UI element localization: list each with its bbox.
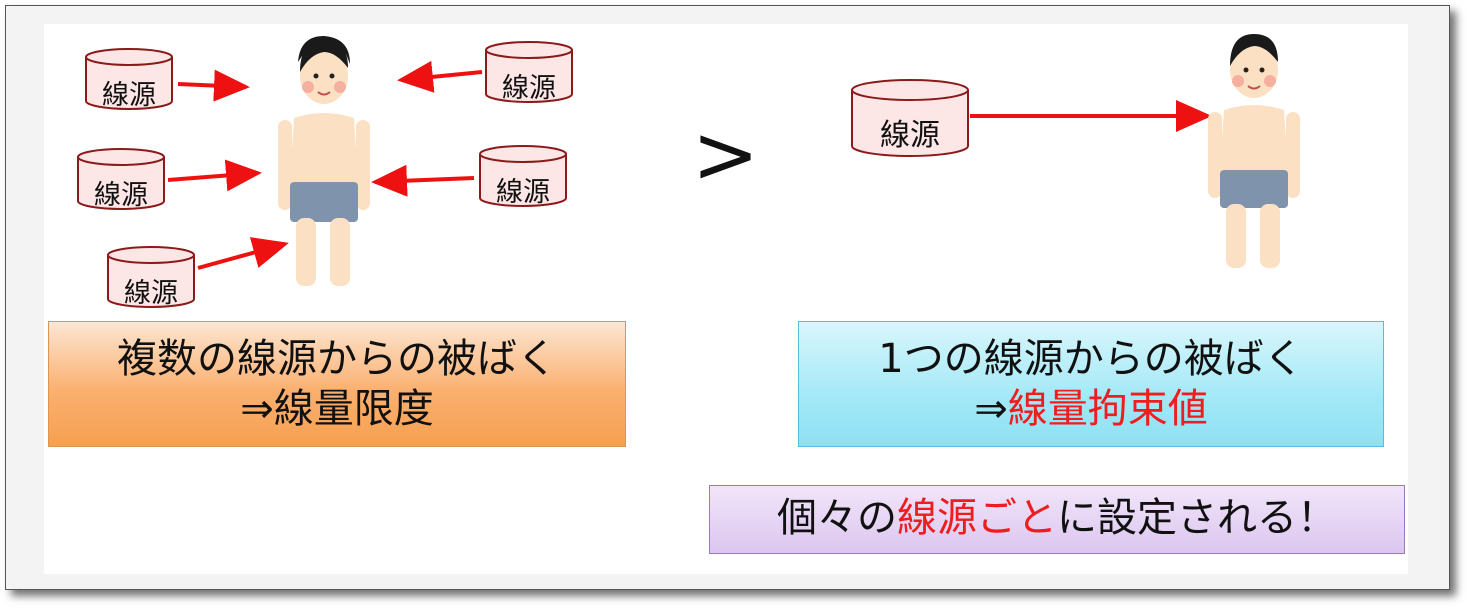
source-cylinder: 線源 (484, 40, 574, 104)
cylinder-source-icon (485, 41, 573, 103)
source-label: 線源 (94, 180, 148, 211)
cylinder-source-icon (851, 79, 969, 157)
note-part2: に設定される！ (1057, 495, 1337, 541)
dose-constraint-text: 線量拘束値 (1007, 386, 1208, 432)
source-label: 線源 (496, 177, 550, 208)
arrow (397, 60, 483, 93)
source-label: 線源 (102, 80, 156, 111)
single-source-line1: 1つの線源からの被ばく (878, 336, 1304, 382)
arrow (177, 69, 250, 102)
multiple-sources-box: 複数の線源からの被ばく ⇒線量限度 (48, 321, 626, 447)
person-figure-icon (1208, 34, 1300, 268)
single-source-box: 1つの線源からの被ばく ⇒線量拘束値 (798, 321, 1384, 447)
note-highlight: 線源ごと (897, 495, 1057, 541)
source-cylinder: 線源 (850, 78, 970, 158)
single-source-line2: ⇒線量拘束値 (799, 384, 1383, 434)
cylinder-source-icon (479, 145, 567, 207)
arrow (371, 164, 475, 197)
person-figure-icon (278, 36, 370, 286)
note-text: 個々の線源ごとに設定される！ (710, 493, 1404, 543)
arrow-prefix: ⇒ (974, 386, 1008, 432)
cylinder-source-icon (77, 148, 165, 210)
multiple-sources-line2: ⇒線量限度 (240, 386, 434, 432)
source-cylinder: 線源 (76, 147, 166, 211)
arrow (197, 237, 289, 270)
note-box: 個々の線源ごとに設定される！ (709, 485, 1405, 554)
source-label: 線源 (124, 278, 178, 309)
source-cylinder: 線源 (84, 47, 174, 111)
multiple-sources-line1: 複数の線源からの被ばく (117, 336, 557, 382)
arrow (167, 159, 262, 192)
cylinder-source-icon (85, 48, 173, 110)
source-label: 線源 (502, 73, 556, 104)
source-label: 線源 (880, 118, 940, 153)
source-cylinder: 線源 (106, 245, 196, 309)
greater-than-symbol: > (692, 108, 760, 201)
note-part1: 個々の (777, 495, 897, 541)
cylinder-source-icon (107, 246, 195, 308)
source-cylinder: 線源 (478, 144, 568, 208)
